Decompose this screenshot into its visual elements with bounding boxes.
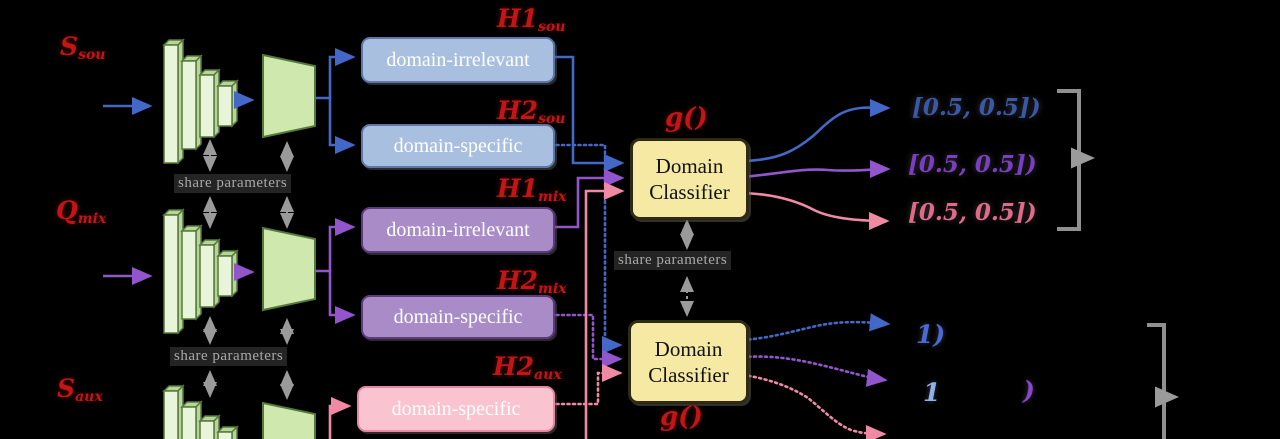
classifier-title-line2: Classifier [648, 363, 729, 387]
box-h2-sou-domain-specific: domain-specific [361, 124, 555, 168]
h2aux-to-classifier2-dotted [549, 363, 623, 406]
h2mix-to-classifier2-dotted [549, 313, 623, 369]
output-top-pink: [0.5, 0.5]) [908, 199, 1037, 226]
encoder-trapezoid-sou [262, 54, 316, 138]
bracket-bottom [1147, 323, 1166, 439]
box-label: domain-irrelevant [386, 48, 530, 71]
box-h2-aux-domain-specific: domain-specific [357, 386, 555, 432]
box-label: domain-specific [393, 305, 523, 328]
classifier-title-line1: Domain [654, 337, 723, 361]
share-parameters-label-classifiers: share parameters [614, 251, 732, 270]
input-label-sou: Ssou [60, 32, 106, 64]
mix-to-h1-arrow [315, 217, 356, 273]
classifier2-out-blue-dotted [741, 313, 891, 342]
h1sou-to-classifier1 [551, 55, 625, 173]
classifier-title-line1: Domain [655, 154, 724, 178]
tag-h1-sou: H1sou [497, 4, 566, 36]
tag-h1-mix: H1mix [497, 174, 567, 206]
box-h2-mix-domain-specific: domain-specific [361, 295, 555, 339]
box-h1-sou-domain-irrelevant: domain-irrelevant [361, 37, 555, 83]
encoder-stack-aux [163, 385, 238, 439]
box-label: domain-specific [391, 397, 521, 420]
sou-to-h2-arrow [328, 98, 356, 155]
classifier2-out-purple-dotted [741, 355, 888, 387]
output-bottom-fragment-blue: 1) [916, 320, 946, 349]
classifier1-out-blue [742, 98, 891, 163]
box-label: domain-specific [393, 134, 523, 157]
encoder-trapezoid-mix [262, 227, 316, 311]
classifier-title-line2: Classifier [649, 180, 730, 204]
tag-h2-mix: H2mix [497, 266, 567, 298]
output-bottom-fragment-paren: ) [1023, 376, 1035, 405]
share-parameters-label-encoders-1: share parameters [174, 174, 292, 193]
classifier2-out-pink-dotted [741, 373, 887, 439]
g-function-label-top: g() [665, 103, 708, 133]
share-parameters-label-encoders-2: share parameters [170, 347, 288, 366]
h1mix-to-classifier1 [551, 168, 625, 229]
classifier1-out-purple [742, 159, 891, 179]
input-label-aux: Saux [57, 374, 103, 406]
output-top-blue: [0.5, 0.5]) [912, 94, 1041, 121]
h2aux-to-classifier1 [584, 181, 625, 439]
classifier1-out-pink [742, 191, 890, 231]
encoder-trapezoid-aux [262, 402, 316, 439]
output-bottom-fragment-one: 1 [923, 378, 941, 407]
mix-to-h2-arrow [328, 271, 356, 325]
sou-to-h1-arrow [315, 47, 356, 100]
domain-classifier-bottom: Domain Classifier [628, 320, 749, 404]
g-function-label-bottom: g() [660, 402, 703, 432]
bracket-top [1057, 89, 1081, 231]
encoder-stack-mix [163, 209, 238, 334]
aux-to-h2-arrow [328, 396, 352, 439]
box-label: domain-irrelevant [386, 218, 530, 241]
box-h1-mix-domain-irrelevant: domain-irrelevant [361, 207, 555, 253]
tag-h2-sou: H2sou [497, 96, 566, 128]
input-label-mix: Qmix [56, 196, 107, 228]
encoder-stack-sou [163, 39, 238, 164]
h2sou-to-classifier2-dotted [549, 143, 623, 355]
domain-classifier-top: Domain Classifier [630, 138, 749, 220]
tag-h2-aux: H2aux [493, 352, 562, 384]
output-top-purple: [0.5, 0.5]) [908, 151, 1037, 178]
